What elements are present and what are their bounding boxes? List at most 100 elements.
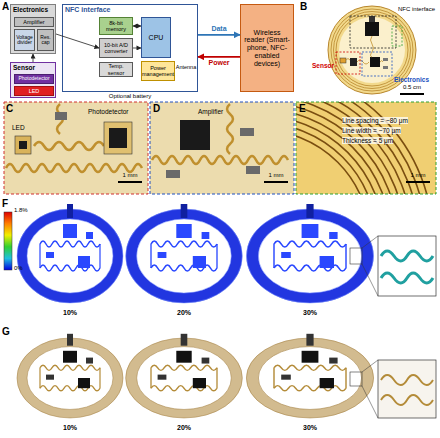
serpentine-trace xyxy=(6,164,142,172)
scale-label: 1 mm xyxy=(269,172,284,179)
block-box: Amplifier xyxy=(14,17,54,27)
region-name: Electronics xyxy=(394,76,429,83)
block-box: Power management xyxy=(141,61,175,81)
connector-arrow xyxy=(198,34,240,36)
block-label: Wireless reader (Smart-phone, NFC-enable… xyxy=(241,27,293,69)
strain-map xyxy=(126,204,243,303)
block-label: 8k-bit memory xyxy=(100,20,132,32)
panel-letter: D xyxy=(153,103,160,115)
panel-frame xyxy=(4,102,148,194)
block-label: 10-bit A/D converter xyxy=(100,42,132,54)
scale-label: 1 mm xyxy=(123,172,138,179)
leader-line xyxy=(362,360,378,372)
sensor-closeup xyxy=(4,102,148,194)
scale-label: 1 mm xyxy=(411,172,426,179)
led-chip xyxy=(15,136,31,154)
block-label: Photodetector xyxy=(18,76,49,82)
inset-marker xyxy=(350,248,362,264)
photodetector-chip xyxy=(104,122,132,154)
strain-value: 20% xyxy=(177,424,191,432)
strain-trace xyxy=(381,273,433,283)
group-heading: Sensor xyxy=(11,63,55,72)
color-bar xyxy=(4,212,12,270)
amplifier-chip xyxy=(370,57,380,67)
inset-marker xyxy=(350,372,362,386)
coil-ring xyxy=(336,14,408,86)
coil-gap xyxy=(296,102,433,194)
led-die xyxy=(19,141,27,149)
colorbar-value: 0% xyxy=(14,265,23,272)
part-name: Antenna xyxy=(176,64,197,70)
amplifier-chip xyxy=(180,120,210,150)
strain-trace xyxy=(381,251,433,261)
passive-part xyxy=(55,112,67,120)
connector-arrow xyxy=(33,54,34,62)
block-box: 10-bit A/D converter xyxy=(99,38,133,58)
block-label: Power management xyxy=(142,65,174,77)
block-label: LED xyxy=(29,88,40,94)
note: Optional battery xyxy=(109,93,151,100)
scale-bar xyxy=(264,181,288,183)
leader-line xyxy=(362,386,378,418)
dimension: Thickness = 5 μm xyxy=(342,137,393,144)
group-heading: Electronics xyxy=(11,5,55,14)
region-name: NFC interface xyxy=(398,6,435,13)
connector-arrow xyxy=(56,34,99,48)
passive-part xyxy=(383,66,388,69)
connector-arrow xyxy=(133,47,141,48)
part-name: LED xyxy=(12,124,25,131)
strain-map xyxy=(17,204,123,303)
coil-lines xyxy=(296,102,433,194)
passive-part xyxy=(246,166,260,174)
scale-bar xyxy=(400,93,424,95)
panel-letter: B xyxy=(300,1,307,13)
reader-box: Wireless reader (Smart-phone, NFC-enable… xyxy=(240,4,294,92)
block-box: CPU xyxy=(141,17,171,58)
zoom-box xyxy=(336,52,360,74)
leader-line xyxy=(362,236,378,248)
wire-trace xyxy=(381,375,433,385)
connector-arrow xyxy=(133,26,141,27)
electronics-closeup xyxy=(150,102,294,194)
inset-frame xyxy=(378,236,436,296)
connector-label: Power xyxy=(208,59,229,66)
device-substrate xyxy=(339,17,405,83)
panel-letter: F xyxy=(2,198,8,210)
panel-letter: A xyxy=(2,1,9,13)
strain-value: 10% xyxy=(63,424,77,432)
colorbar-value: 1.8% xyxy=(14,207,28,214)
passive-part xyxy=(383,58,388,61)
nfc-chip xyxy=(365,22,379,36)
block-label: Temp. sensor xyxy=(100,63,132,75)
photodetector-chip xyxy=(350,58,357,66)
wire-trace xyxy=(381,395,433,405)
dimension: Line width = ~70 μm xyxy=(342,127,401,134)
coil-gap xyxy=(296,102,405,194)
group-box: NFC interface 8k-bit memory 10-bit A/D con… xyxy=(62,4,198,92)
serpentine-trace xyxy=(152,156,288,164)
panel-frame xyxy=(296,102,436,194)
zoom-box xyxy=(392,26,402,46)
part-name: Amplifier xyxy=(198,108,223,115)
strain-value: 10% xyxy=(63,309,77,317)
zoom-box xyxy=(362,52,392,76)
block-label: Res. cap xyxy=(38,35,53,46)
serpentine-trace xyxy=(227,104,233,154)
stretched-device xyxy=(126,334,243,418)
panel-frame xyxy=(150,102,294,194)
zoom-box xyxy=(350,16,396,48)
panel-letter: E xyxy=(299,103,306,115)
block-box: LED xyxy=(14,86,54,96)
dimension: Line spacing = ~80 μm xyxy=(342,117,408,124)
coil-gap xyxy=(296,102,412,194)
scale-label: 0.5 cm xyxy=(403,84,421,91)
block-box: Voltage divider xyxy=(14,29,35,51)
strain-value: 30% xyxy=(303,309,317,317)
connector-arrow xyxy=(198,56,240,58)
passive-part xyxy=(166,170,180,178)
group-heading: NFC interface xyxy=(63,5,197,15)
coil-gap xyxy=(296,102,419,194)
inset-frame xyxy=(378,360,436,418)
block-label: Amplifier xyxy=(23,19,44,25)
